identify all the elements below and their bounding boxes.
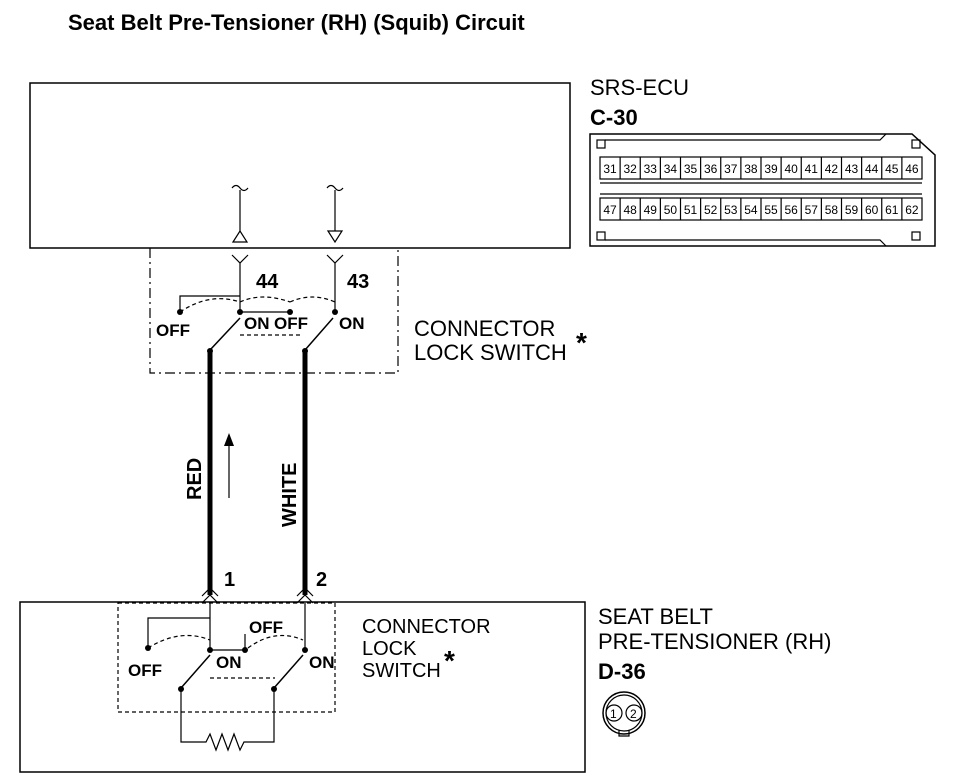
lower-switch-label-2: LOCK: [362, 638, 417, 660]
lower-switch-boundary: [117, 602, 336, 713]
ecu-pin-cell: 41: [805, 162, 819, 176]
upper-switch-label-2: LOCK SWITCH: [414, 340, 567, 365]
upper-off-right: OFF: [274, 314, 308, 333]
wire-red-label: RED: [184, 458, 206, 500]
ecu-pin-row-bottom: 47 48 49 50 51 52 53 54 55 56 57 58 59 60 61 62: [603, 198, 919, 220]
lower-pin-1: 1: [224, 569, 235, 591]
upper-connector-chevron-43: [326, 254, 344, 264]
upper-pin-43: 43: [347, 271, 369, 293]
pretensioner-name-1: SEAT BELT: [598, 604, 713, 629]
ecu-pin-cell: 51: [684, 203, 698, 217]
upper-pin-44: 44: [256, 271, 279, 293]
lower-connector-chevron-1: [201, 587, 219, 597]
lower-switch-arm-right: [273, 654, 304, 689]
pretensioner-icon-pin-2: 2: [630, 707, 637, 721]
ecu-pin-cell: 43: [845, 162, 859, 176]
ecu-pin-cell: 46: [905, 162, 919, 176]
current-flow-arrow: [224, 433, 234, 498]
ecu-pin-cell: 50: [664, 203, 678, 217]
ecu-pin-cell: 31: [603, 162, 617, 176]
upper-switch-asterisk: *: [576, 327, 587, 358]
lower-connector-chevron-2: [296, 587, 314, 597]
squib-resistor: [180, 689, 275, 752]
diagram-title: Seat Belt Pre-Tensioner (RH) (Squib) Cir…: [68, 10, 525, 35]
lower-on-right: ON: [309, 653, 335, 672]
upper-on-left: ON: [244, 314, 270, 333]
ecu-pin-cell: 61: [885, 203, 899, 217]
ecu-pin-cell: 56: [785, 203, 799, 217]
lower-off-top: OFF: [249, 618, 283, 637]
lower-switch-label-3: SWITCH: [362, 660, 441, 682]
upper-switch-boundary: [149, 248, 399, 374]
ecu-pin-cell: 59: [845, 203, 859, 217]
pretensioner-name-2: PRE-TENSIONER (RH): [598, 629, 831, 654]
ecu-pin-cell: 53: [724, 203, 738, 217]
ecu-pin-cell: 34: [664, 162, 678, 176]
ecu-pin-cell: 35: [684, 162, 698, 176]
upper-on-right: ON: [339, 314, 365, 333]
ecu-pin-cell: 32: [624, 162, 638, 176]
lower-on-left: ON: [216, 653, 242, 672]
ecu-pin-cell: 33: [644, 162, 658, 176]
ecu-name: SRS-ECU: [590, 75, 689, 100]
upper-connector-chevron-44: [231, 254, 249, 264]
ecu-code: C-30: [590, 105, 638, 130]
ecu-pin-cell: 39: [764, 162, 778, 176]
ecu-pin-cell: 44: [865, 162, 879, 176]
lower-pin-2: 2: [316, 569, 327, 591]
lower-switch-arm-left: [180, 654, 211, 689]
ecu-terminal-43: [326, 184, 344, 244]
lower-off-left: OFF: [128, 661, 162, 680]
pretensioner-icon-pin-1: 1: [610, 707, 617, 721]
pretensioner-connector-icon: 1 2: [602, 691, 646, 737]
ecu-pin-cell: 57: [805, 203, 819, 217]
ecu-pin-cell: 62: [905, 203, 919, 217]
lower-switch-asterisk: *: [444, 645, 455, 676]
wire-white-label: WHITE: [279, 463, 301, 527]
ecu-connector-face: 31 32 33 34 35 36 37 38 39 40 41 42 43 44 45 46 47 48 49 5…: [589, 133, 936, 247]
upper-switch-label-1: CONNECTOR: [414, 316, 555, 341]
ecu-pin-cell: 45: [885, 162, 899, 176]
ecu-pin-cell: 36: [704, 162, 718, 176]
ecu-pin-cell: 52: [704, 203, 718, 217]
ecu-pin-cell: 40: [785, 162, 799, 176]
ecu-pin-cell: 47: [603, 203, 617, 217]
ecu-pin-cell: 60: [865, 203, 879, 217]
upper-switch-arm-left: [209, 317, 241, 351]
lower-switch-label-1: CONNECTOR: [362, 616, 491, 638]
ecu-pin-cell: 37: [724, 162, 738, 176]
ecu-pin-cell: 54: [744, 203, 758, 217]
ecu-pin-cell: 38: [744, 162, 758, 176]
upper-switch-arm-right: [304, 317, 334, 351]
ecu-pin-cell: 55: [764, 203, 778, 217]
pretensioner-box: [19, 601, 586, 773]
ecu-pin-cell: 42: [825, 162, 839, 176]
ecu-terminal-44: [231, 184, 249, 243]
upper-off-left: OFF: [156, 321, 190, 340]
ecu-pin-cell: 58: [825, 203, 839, 217]
ecu-pin-cell: 49: [644, 203, 658, 217]
pretensioner-code: D-36: [598, 659, 646, 684]
ecu-box: [29, 82, 571, 249]
ecu-pin-row-top: 31 32 33 34 35 36 37 38 39 40 41 42 43 44 45 46: [603, 157, 919, 179]
ecu-pin-cell: 48: [624, 203, 638, 217]
